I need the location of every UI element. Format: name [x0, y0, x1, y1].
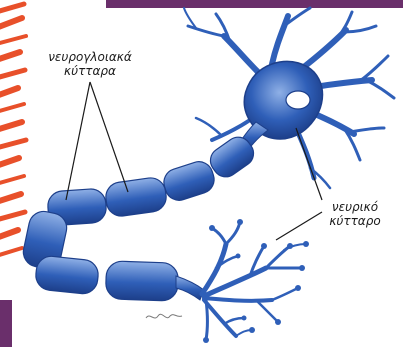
leader-line-neuron-body [296, 128, 322, 200]
leader-line-glia-right [90, 82, 128, 192]
glial-cells-label: νευρογλοιακά κύτταρα [24, 50, 156, 78]
nucleus [286, 91, 310, 109]
terminal-buttons [203, 219, 309, 343]
leader-line-glia-left [66, 82, 90, 200]
myelin-segments [21, 132, 259, 301]
myelin-segment [105, 261, 178, 301]
myelin-segment [34, 255, 99, 295]
glial-cells-label-line2: κύτταρα [24, 64, 156, 78]
myelin-segment [160, 158, 217, 204]
nerve-cell-label-line2: κύτταρο [314, 214, 396, 228]
glial-cells-label-line1: νευρογλοιακά [24, 50, 156, 64]
nerve-cell-label-line1: νευρικό [314, 200, 396, 214]
artist-signature [146, 314, 182, 318]
axon-end [176, 276, 204, 300]
nerve-cell-label: νευρικό κύτταρο [314, 200, 396, 228]
axon-terminals [202, 222, 306, 340]
myelin-segment [104, 176, 168, 218]
